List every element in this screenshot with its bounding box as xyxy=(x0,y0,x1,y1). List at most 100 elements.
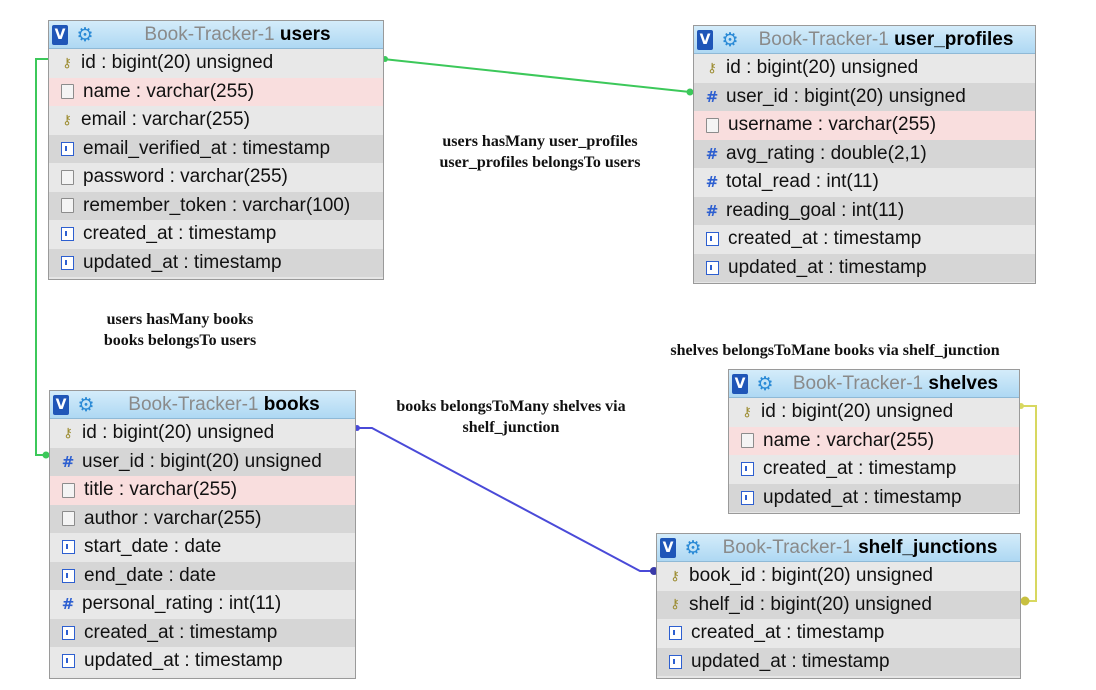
relation-label-line: shelf_junction xyxy=(462,419,560,436)
field-definition: updated_at : timestamp xyxy=(728,256,927,278)
field-row[interactable]: remember_token : varchar(100) xyxy=(49,191,383,220)
field-row[interactable]: created_at : timestamp xyxy=(694,225,1035,254)
field-row[interactable]: created_at : timestamp xyxy=(729,455,1019,484)
gear-icon[interactable]: ⚙ xyxy=(77,393,95,416)
field-row[interactable]: ⚷book_id : bigint(20) unsigned xyxy=(657,562,1020,591)
shelf-junctions-table-header[interactable]: V ⚙ Book-Tracker-1 shelf_junctions xyxy=(657,534,1020,562)
users-table[interactable]: V ⚙ Book-Tracker-1 users ⚷ id : bigint(20… xyxy=(48,20,384,280)
table-name: user_profiles xyxy=(894,28,1014,50)
field-definition: email_verified_at : timestamp xyxy=(83,137,331,159)
field-row[interactable]: updated_at : timestamp xyxy=(657,647,1020,676)
field-row[interactable]: ⚷id : bigint(20) unsigned xyxy=(729,398,1019,427)
field-row[interactable]: created_at : timestamp xyxy=(50,618,355,647)
table-title: Book-Tracker-1 user_profiles xyxy=(741,29,1031,51)
date-field-icon xyxy=(62,625,75,640)
field-row[interactable]: created_at : timestamp xyxy=(49,220,383,249)
text-field-icon xyxy=(62,511,75,527)
users-books-link xyxy=(35,58,48,456)
gear-icon[interactable]: ⚙ xyxy=(76,23,94,46)
numeric-field-icon: # xyxy=(705,201,719,220)
field-definition: updated_at : timestamp xyxy=(84,650,283,672)
field-row[interactable]: # user_id : bigint(20) unsigned xyxy=(694,82,1035,111)
primary-key-icon: ⚷ xyxy=(62,55,72,71)
field-row[interactable]: ⚷shelf_id : bigint(20) unsigned xyxy=(657,590,1020,619)
numeric-field-icon: # xyxy=(705,144,719,163)
field-row[interactable]: updated_at : timestamp xyxy=(694,253,1035,282)
toggle-columns-badge[interactable]: V xyxy=(52,24,68,45)
field-row[interactable]: # avg_rating : double(2,1) xyxy=(694,139,1035,168)
field-row[interactable]: password : varchar(255) xyxy=(49,163,383,192)
toggle-columns-badge[interactable]: V xyxy=(697,29,713,50)
field-list: ⚷ id : bigint(20) unsigned name : varchar(… xyxy=(49,49,383,277)
field-row[interactable]: #total_read : int(11) xyxy=(694,168,1035,197)
toggle-columns-badge[interactable]: V xyxy=(732,373,748,394)
text-field-icon xyxy=(61,84,74,100)
field-row[interactable]: ⚷email : varchar(255) xyxy=(49,106,383,135)
field-row[interactable]: start_date : date xyxy=(50,533,355,562)
field-definition: avg_rating : double(2,1) xyxy=(726,142,927,164)
text-field-icon xyxy=(61,169,74,185)
books-shelf-junctions-link xyxy=(356,427,656,572)
field-definition: reading_goal : int(11) xyxy=(726,199,905,221)
user-profiles-table-header[interactable]: V ⚙ Book-Tracker-1 user_profiles xyxy=(694,26,1035,54)
shelves-table-header[interactable]: V ⚙ Book-Tracker-1 shelves xyxy=(729,370,1019,398)
gear-icon[interactable]: ⚙ xyxy=(721,28,739,51)
numeric-field-icon: # xyxy=(705,87,719,106)
field-row[interactable]: ⚷ id : bigint(20) unsigned xyxy=(49,49,383,78)
field-row[interactable]: # reading_goal : int(11) xyxy=(694,196,1035,225)
table-title: Book-Tracker-1 shelves xyxy=(776,373,1015,395)
field-definition: user_id : bigint(20) unsigned xyxy=(726,85,966,107)
books-table-header[interactable]: V ⚙ Book-Tracker-1 books xyxy=(50,391,355,419)
toggle-columns-badge[interactable]: V xyxy=(660,537,676,558)
database-name: Book-Tracker-1 xyxy=(128,393,259,415)
field-definition: created_at : timestamp xyxy=(84,621,278,643)
date-field-icon xyxy=(62,540,75,555)
table-title: Book-Tracker-1 shelf_junctions xyxy=(704,537,1016,559)
gear-icon[interactable]: ⚙ xyxy=(756,372,774,395)
field-definition: title : varchar(255) xyxy=(84,479,238,501)
relation-label-line: users hasMany user_profiles xyxy=(442,133,638,150)
field-definition: name : varchar(255) xyxy=(83,80,255,102)
field-definition: id : bigint(20) unsigned xyxy=(81,52,274,74)
date-field-icon xyxy=(741,462,754,477)
field-row[interactable]: #user_id : bigint(20) unsigned xyxy=(50,447,355,476)
date-field-icon xyxy=(61,227,74,242)
relation-label-books-shelves: books belongsToMany shelves via shelf_ju… xyxy=(366,396,656,438)
shelves-shelf-junctions-link xyxy=(1020,405,1037,602)
shelves-table[interactable]: V ⚙ Book-Tracker-1 shelves ⚷id : bigint(… xyxy=(728,369,1020,514)
field-row[interactable]: ⚷id : bigint(20) unsigned xyxy=(50,419,355,448)
text-field-icon xyxy=(62,482,75,498)
relation-label-line: shelves belongsToMane books via shelf_ju… xyxy=(670,342,1000,359)
table-name: users xyxy=(279,23,331,45)
field-row[interactable]: #personal_rating : int(11) xyxy=(50,590,355,619)
shelf-junctions-table[interactable]: V ⚙ Book-Tracker-1 shelf_junctions ⚷book… xyxy=(656,533,1021,679)
field-definition: username : varchar(255) xyxy=(728,114,937,136)
field-row[interactable]: updated_at : timestamp xyxy=(729,483,1019,512)
field-row[interactable]: updated_at : timestamp xyxy=(49,248,383,277)
toggle-columns-badge[interactable]: V xyxy=(53,394,69,415)
field-row[interactable]: name : varchar(255) xyxy=(729,426,1019,455)
field-row[interactable]: name : varchar(255) xyxy=(49,77,383,106)
database-name: Book-Tracker-1 xyxy=(758,28,889,50)
field-row[interactable]: created_at : timestamp xyxy=(657,619,1020,648)
gear-icon[interactable]: ⚙ xyxy=(684,536,702,559)
database-name: Book-Tracker-1 xyxy=(144,23,275,45)
user-profiles-table[interactable]: V ⚙ Book-Tracker-1 user_profiles ⚷id : b… xyxy=(693,25,1036,284)
books-table[interactable]: V ⚙ Book-Tracker-1 books ⚷id : bigint(20… xyxy=(49,390,356,679)
date-field-icon xyxy=(706,260,719,275)
field-row[interactable]: ⚷id : bigint(20) unsigned xyxy=(694,54,1035,83)
field-row[interactable]: end_date : date xyxy=(50,561,355,590)
field-row[interactable]: author : varchar(255) xyxy=(50,504,355,533)
field-definition: created_at : timestamp xyxy=(83,223,277,245)
field-row[interactable]: title : varchar(255) xyxy=(50,476,355,505)
field-row[interactable]: updated_at : timestamp xyxy=(50,647,355,676)
field-row[interactable]: username : varchar(255) xyxy=(694,111,1035,140)
field-definition: name : varchar(255) xyxy=(763,429,935,451)
table-title: Book-Tracker-1 users xyxy=(96,24,379,46)
relation-label-users-profiles: users hasMany user_profiles user_profile… xyxy=(400,131,680,173)
date-field-icon xyxy=(62,654,75,669)
date-field-icon xyxy=(61,255,74,270)
table-name: shelves xyxy=(928,372,999,394)
field-row[interactable]: email_verified_at : timestamp xyxy=(49,134,383,163)
users-table-header[interactable]: V ⚙ Book-Tracker-1 users xyxy=(49,21,383,49)
